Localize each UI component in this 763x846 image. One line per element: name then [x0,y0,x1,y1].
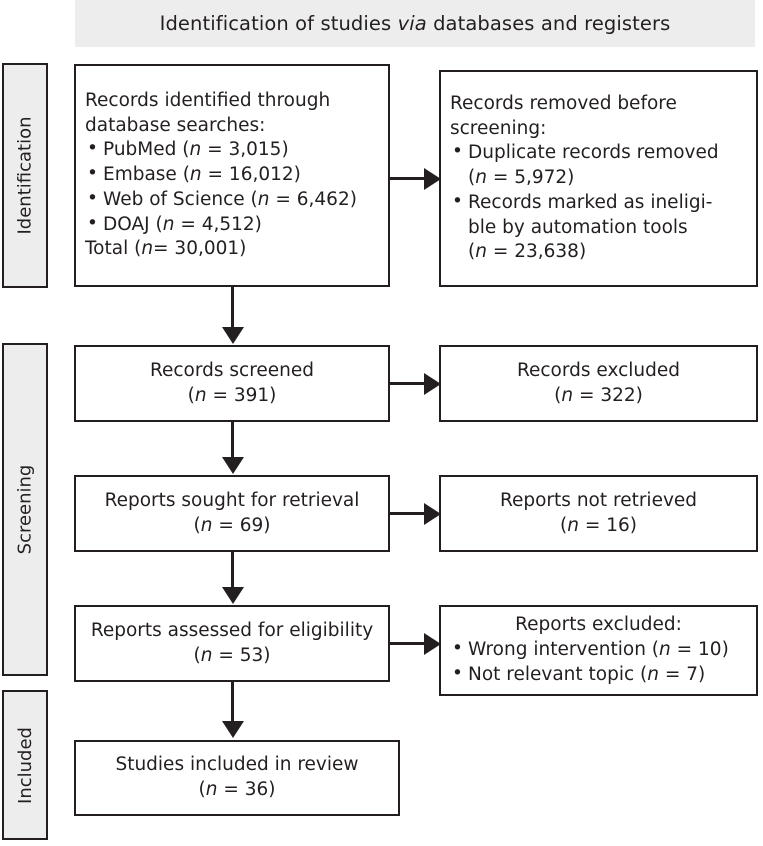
box-reports-sought: Reports sought for retrieval (n = 69) [74,475,390,552]
item-label: Not relevant topic ( [468,663,648,685]
reports-excluded-heading: Reports excluded: [515,614,682,636]
n-symbol: n [475,167,487,189]
item-label: Embase ( [103,164,190,186]
reports-not-retrieved-label: Reports not retrieved [499,489,698,511]
n-symbol: n [561,384,574,406]
reports-assessed-label: Reports assessed for eligibility [90,619,374,641]
connector-assessed-to-excluded [390,642,426,645]
box-records-removed: Records removed before screening: Duplic… [439,70,758,287]
item-count: = 16,012) [201,164,301,186]
item-count: (n = 5,972) [468,167,575,189]
reports-sought-count: (n = 69) [193,514,271,536]
box-reports-not-retrieved: Reports not retrieved (n = 16) [439,475,758,552]
arrow-down-icon [221,587,244,604]
studies-included-count: (n = 36) [198,779,276,800]
connector-identified-to-screened [231,287,234,329]
reports-assessed-count: (n = 53) [193,644,271,666]
records-excluded-count: (n = 322) [554,384,643,406]
box-records-identified: Records identified through database sear… [74,64,390,287]
records-identified-item-embase: Embase (n = 16,012) [85,162,379,188]
records-screened-label: Records screened [149,359,315,381]
n-symbol: n [194,384,207,406]
records-identified-heading-1: Records identified through [85,89,331,111]
records-removed-item-duplicates: Duplicate records removed (n = 5,972) [450,140,747,191]
n-symbol: n [162,213,175,235]
item-count: = 7) [659,663,706,685]
stage-label-screening-text: Screening [14,464,36,555]
total-label: Total ( [85,238,142,260]
connector-sought-to-not-retrieved [390,512,426,515]
arrow-right-icon [424,502,441,525]
reports-not-retrieved-count: (n = 16) [560,514,637,536]
total-count: = 30,001) [153,238,247,260]
box-reports-assessed: Reports assessed for eligibility (n = 53… [74,605,390,682]
n-symbol: n [189,139,202,161]
n-symbol: n [659,639,671,661]
records-removed-item-automation: Records marked as ineligi- ble by automa… [450,190,747,265]
n-symbol: n [141,238,154,260]
box-studies-included: Studies included in review (n = 36) [74,740,400,816]
item-label: Web of Science ( [103,188,258,210]
title-prefix: Identification of studies [159,12,398,35]
reports-sought-label: Reports sought for retrieval [104,489,360,511]
records-identified-item-web-of-science: Web of Science (n = 6,462) [85,187,379,213]
item-count: = 10) [670,639,729,661]
stage-label-identification-text: Identification [14,116,36,235]
stage-label-identification: Identification [2,63,48,288]
connector-assessed-to-included [231,682,234,723]
item-label: PubMed ( [103,139,190,161]
reports-excluded-reason-wrong-intervention: Wrong intervention (n = 10) [450,637,747,663]
n-symbol: n [475,241,487,263]
arrow-down-icon [221,327,244,344]
item-count: = 4,512) [174,213,262,235]
connector-screened-to-sought [231,422,234,458]
arrow-right-icon [424,632,441,655]
arrow-down-icon [221,457,244,474]
stage-label-screening: Screening [2,343,48,676]
records-screened-count: (n = 391) [187,384,277,406]
records-identified-item-doaj: DOAJ (n = 4,512) [85,212,379,238]
records-identified-item-pubmed: PubMed (n = 3,015) [85,137,379,163]
connector-sought-to-assessed [231,552,234,588]
diagram-title-banner: Identification of studies via databases … [75,0,755,47]
connector-screened-to-excluded [390,382,426,385]
arrow-down-icon [221,721,244,738]
item-count: (n = 23,638) [468,241,587,263]
box-reports-excluded: Reports excluded: Wrong intervention (n … [439,605,758,696]
n-symbol: n [200,514,213,536]
reports-excluded-reason-not-relevant: Not relevant topic (n = 7) [450,662,747,688]
n-symbol: n [200,644,213,666]
item-label-continued: ble by automation tools [468,216,688,238]
studies-included-label: Studies included in review [115,754,359,776]
n-symbol: n [257,188,270,210]
item-label: DOAJ ( [103,213,163,235]
n-symbol: n [647,663,659,685]
page-title: Identification of studies via databases … [160,12,671,35]
item-label: Records marked as ineligi- [468,191,713,213]
n-symbol: n [189,164,202,186]
box-records-screened: Records screened (n = 391) [74,345,390,422]
item-count: = 3,015) [201,139,289,161]
records-identified-total: Total (n= 30,001) [85,237,379,262]
records-identified-heading-2: database searches: [85,114,266,136]
item-label: Wrong intervention ( [468,639,660,661]
records-removed-heading-1: Records removed before [450,92,677,114]
n-symbol: n [567,514,579,536]
item-label: Duplicate records removed [468,142,719,164]
arrow-right-icon [424,372,441,395]
records-removed-heading-2: screening: [450,117,547,139]
box-records-excluded: Records excluded (n = 322) [439,345,758,422]
arrow-right-icon [424,167,441,190]
connector-identified-to-removed [390,177,426,180]
stage-label-included: Included [2,690,48,840]
title-emphasis: via [397,12,427,35]
records-excluded-label: Records excluded [516,359,681,381]
stage-label-included-text: Included [14,726,36,804]
n-symbol: n [205,779,218,800]
item-count: = 6,462) [269,188,357,210]
title-suffix: databases and registers [426,12,671,35]
